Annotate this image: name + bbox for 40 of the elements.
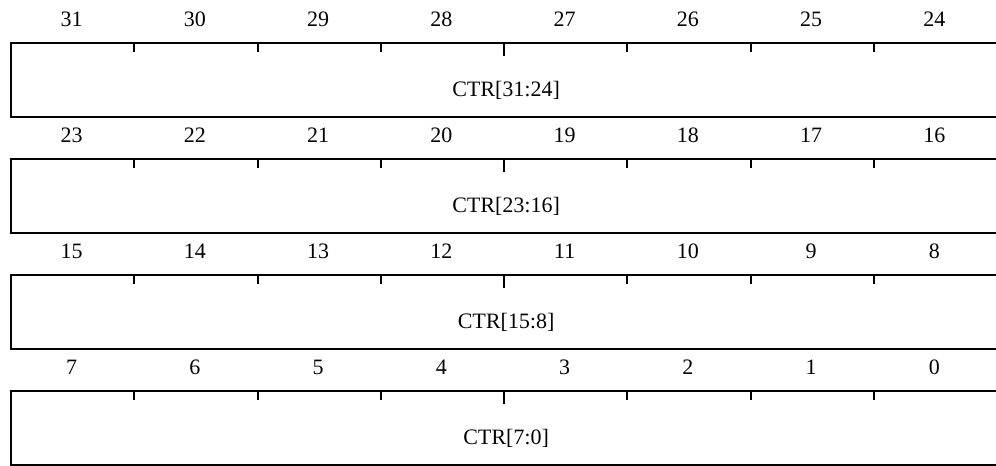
bit-number: 25 bbox=[799, 6, 823, 32]
bit-number: 13 bbox=[306, 238, 330, 264]
bit-number: 19 bbox=[552, 122, 576, 148]
bit-number: 5 bbox=[312, 354, 324, 380]
bit-number: 4 bbox=[434, 354, 448, 380]
bit-number: 9 bbox=[804, 238, 818, 264]
bit-number: 29 bbox=[306, 6, 330, 32]
bit-number: 3 bbox=[558, 354, 571, 380]
register-field bbox=[10, 42, 996, 118]
bit-number: 6 bbox=[188, 354, 202, 380]
bit-number: 16 bbox=[922, 122, 946, 148]
bit-number: 18 bbox=[676, 122, 700, 148]
bit-number: 15 bbox=[60, 238, 84, 264]
field-name: CTR[15:8] bbox=[458, 308, 554, 334]
bit-number: 11 bbox=[552, 238, 576, 264]
bit-number: 26 bbox=[676, 6, 700, 32]
bit-number: 2 bbox=[681, 354, 694, 380]
bit-number: 0 bbox=[928, 354, 941, 380]
bit-number: 23 bbox=[60, 122, 84, 148]
bit-number: 17 bbox=[799, 122, 823, 148]
bit-number: 14 bbox=[182, 238, 207, 264]
register-field bbox=[10, 390, 996, 466]
bit-number: 27 bbox=[552, 6, 576, 32]
bit-number: 12 bbox=[429, 238, 454, 264]
bit-number: 24 bbox=[922, 6, 946, 32]
bit-number: 8 bbox=[928, 238, 941, 264]
bit-number: 7 bbox=[65, 354, 78, 380]
field-name: CTR[31:24] bbox=[452, 76, 560, 102]
bit-number: 1 bbox=[804, 354, 818, 380]
bit-number: 28 bbox=[429, 6, 454, 32]
bit-number: 21 bbox=[306, 122, 330, 148]
bit-number: 30 bbox=[182, 6, 207, 32]
field-name: CTR[7:0] bbox=[463, 424, 549, 450]
bit-number: 31 bbox=[60, 6, 84, 32]
register-field bbox=[10, 158, 996, 234]
bit-number: 20 bbox=[429, 122, 454, 148]
field-name: CTR[23:16] bbox=[452, 192, 560, 218]
bit-number: 10 bbox=[676, 238, 700, 264]
register-field bbox=[10, 274, 996, 350]
bit-number: 22 bbox=[182, 122, 207, 148]
